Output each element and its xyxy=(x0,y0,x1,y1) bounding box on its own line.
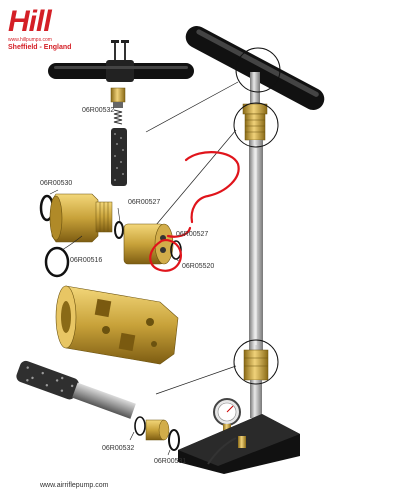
hill-logo: Hill www.hillpumps.com Sheffield - Engla… xyxy=(8,5,72,52)
part-label-06R00527-b: 06R00527 xyxy=(176,231,208,238)
part-label-06R00516: 06R00516 xyxy=(70,257,102,264)
base-assembly xyxy=(16,360,180,456)
brass-housing xyxy=(55,285,179,365)
logo-url: www.hillpumps.com xyxy=(8,37,52,43)
handle-assembly xyxy=(48,40,194,186)
logo-wordmark: Hill xyxy=(8,5,52,38)
pump-handle xyxy=(185,26,325,110)
valve-assembly xyxy=(39,189,182,365)
part-label-06R05520: 06R05520 xyxy=(182,263,214,270)
footer-url: www.airriflepump.com xyxy=(40,482,109,489)
part-label-06R00527-a: 06R00527 xyxy=(128,199,160,206)
part-label-06R00531: 06R00531 xyxy=(154,458,186,465)
part-label-06R00532-top: 06R00532 xyxy=(82,107,114,114)
red-annotation xyxy=(149,151,240,272)
main-pump xyxy=(145,26,325,474)
logo-location: Sheffield - England xyxy=(8,44,72,51)
part-label-06R00530: 06R00530 xyxy=(40,180,72,187)
handle-stem xyxy=(250,72,260,108)
part-label-06R00532-bottom: 06R00532 xyxy=(102,445,134,452)
